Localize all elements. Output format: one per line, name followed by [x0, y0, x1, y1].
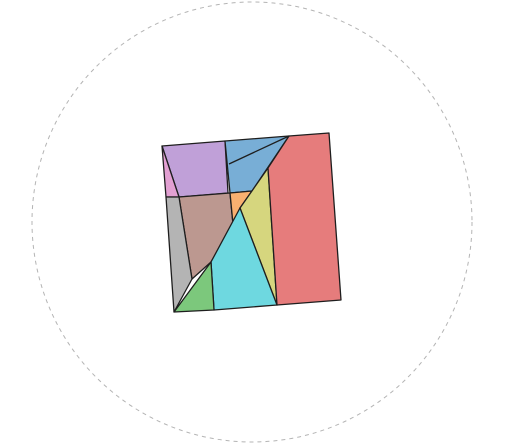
piece-gray[interactable]	[165, 196, 193, 313]
piece-red[interactable]	[267, 132, 342, 306]
piece-green[interactable]	[173, 261, 215, 313]
tangram-board	[161, 132, 342, 313]
piece-blue-crease	[228, 135, 290, 165]
boundary-circle	[31, 1, 473, 443]
